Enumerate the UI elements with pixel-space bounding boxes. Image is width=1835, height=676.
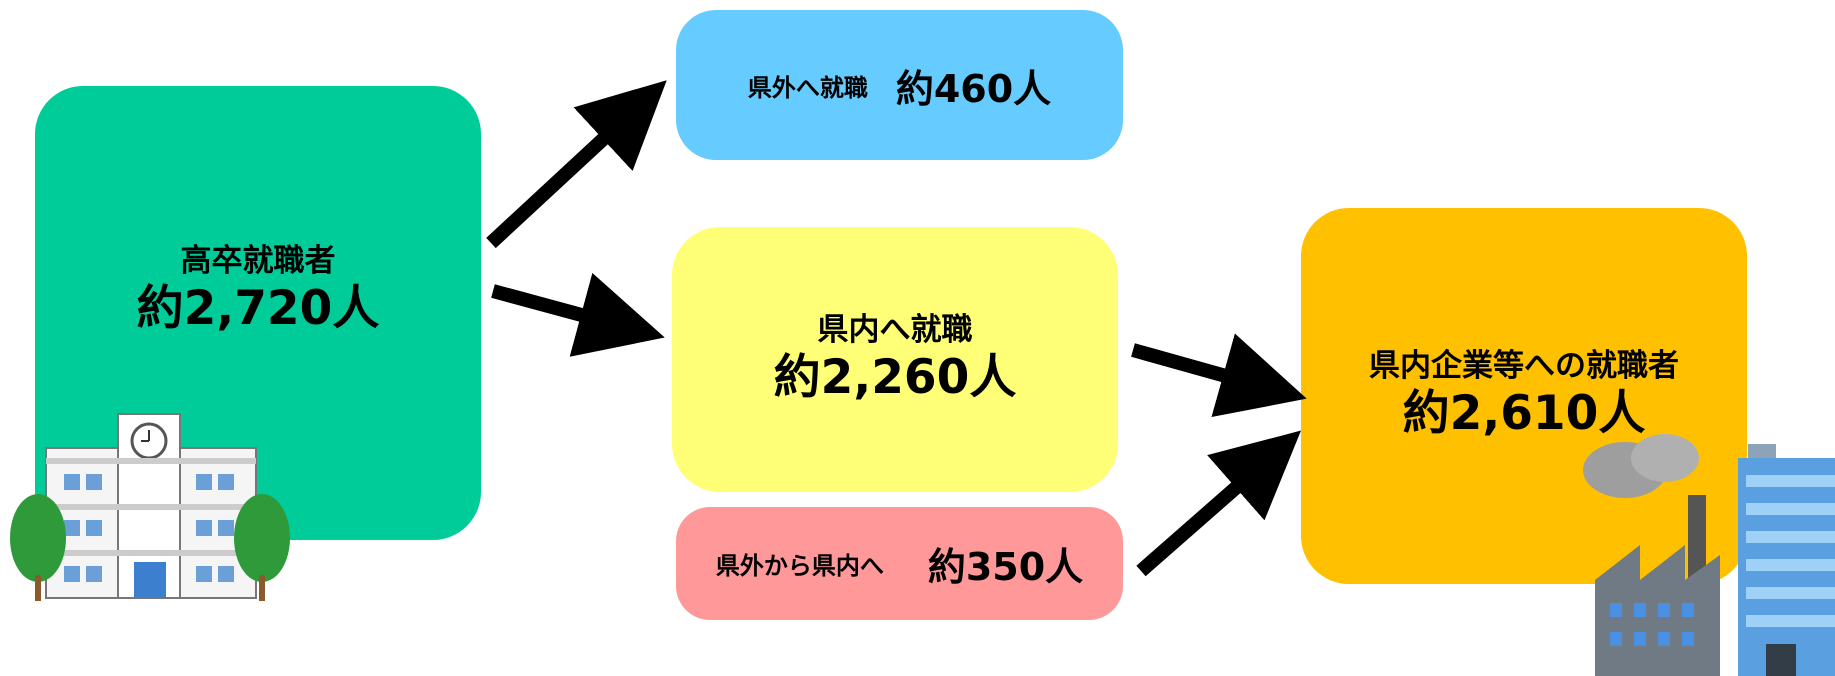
incoming-employment-label: 県外から県内へ: [715, 552, 884, 580]
office-building-icon: [1738, 444, 1835, 676]
outside-employment-value: 約460人: [895, 66, 1052, 111]
outside-employment-label: 県外へ就職: [747, 73, 868, 102]
inside-employment-box: 県内へ就職 約2,260人: [672, 227, 1118, 492]
arrow-icon: [1131, 333, 1307, 418]
inside-employment-value: 約2,260人: [773, 349, 1017, 405]
incoming-employment-value: 約350人: [927, 545, 1084, 589]
total-employment-label: 県内企業等への就職者: [1369, 348, 1679, 385]
inside-employment-label: 県内へ就職: [817, 311, 973, 348]
total-employment-value: 約2,610人: [1402, 386, 1646, 442]
total-employment-box: 県内企業等への就職者 約2,610人: [1301, 208, 1747, 584]
graduates-value: 約2,720人: [136, 281, 380, 337]
outside-employment-box: 県外へ就職 約460人: [676, 10, 1123, 160]
incoming-employment-box: 県外から県内へ 約350人: [676, 507, 1123, 620]
graduates-label: 高卒就職者: [180, 243, 336, 280]
arrow-icon: [486, 80, 667, 249]
factory-icon: [1583, 434, 1720, 676]
arrow-icon: [491, 272, 665, 357]
arrow-icon: [1136, 430, 1302, 577]
school-building-icon: [10, 413, 290, 601]
